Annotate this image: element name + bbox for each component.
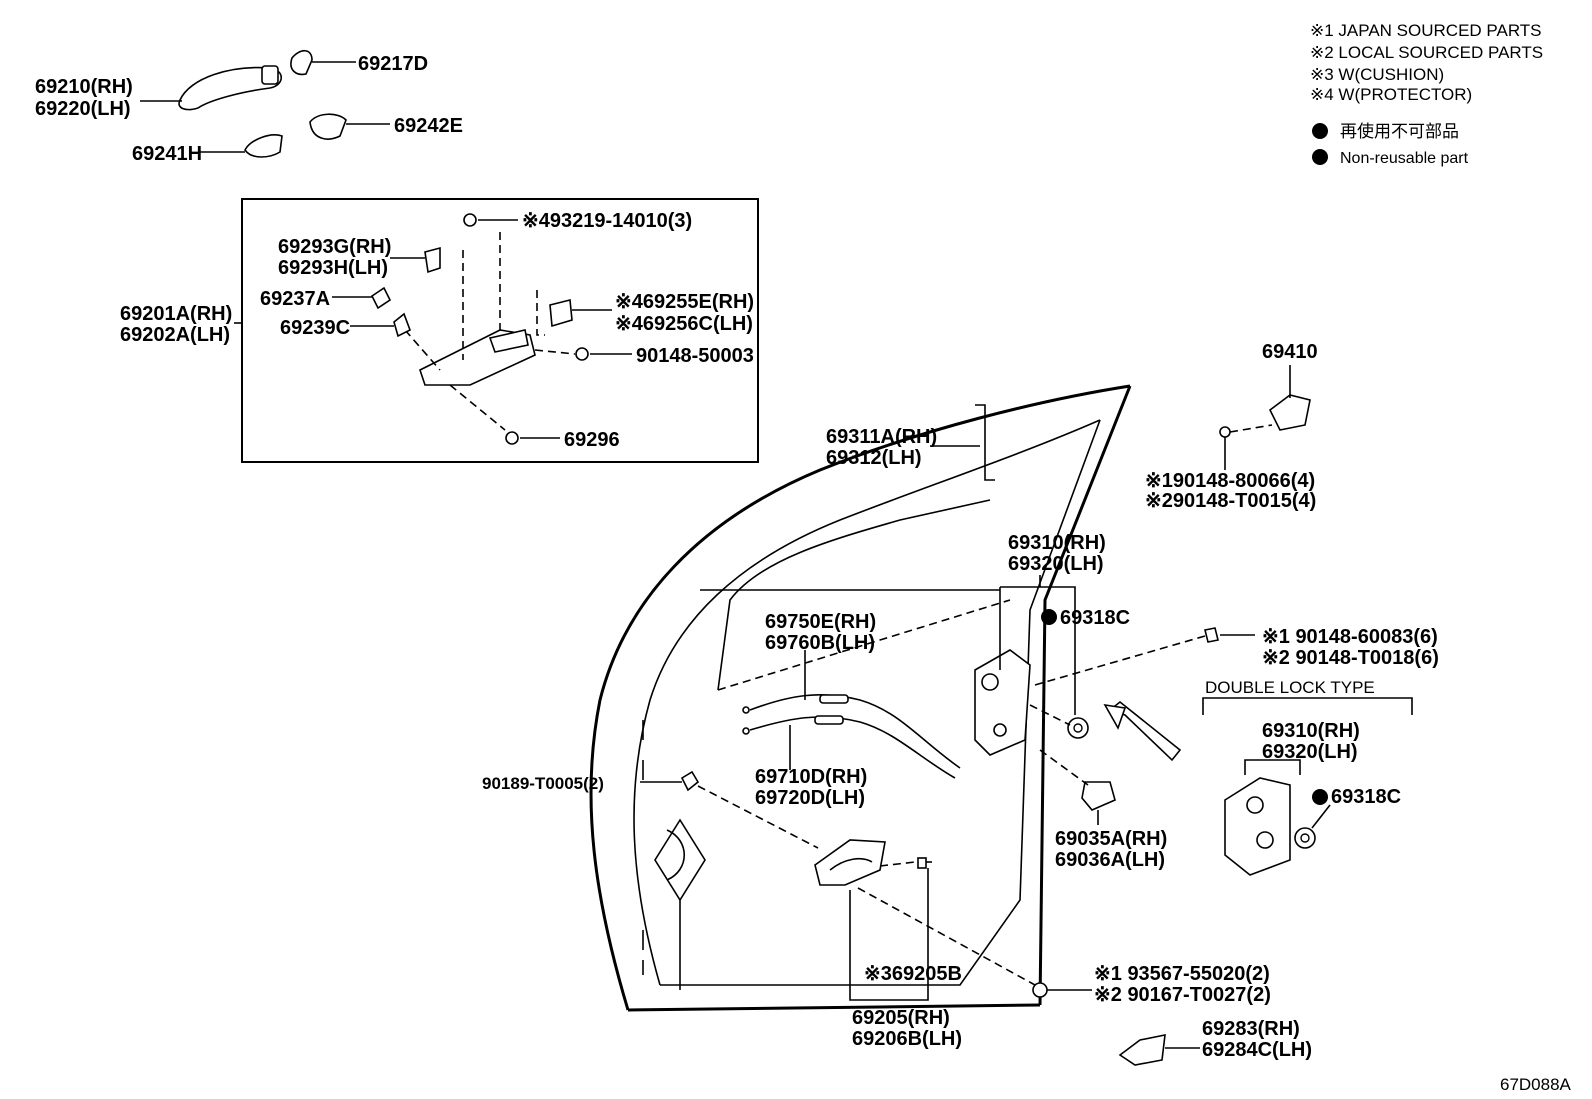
label-90148-T0018: ※2 90148-T0018(6): [1262, 647, 1439, 669]
diagram-code: 67D088A: [1500, 1075, 1572, 1094]
label-90148-T0015: ※290148-T0015(4): [1145, 490, 1316, 512]
handle-cap-part: [290, 49, 356, 76]
striker-part: [1219, 365, 1311, 470]
label-69312: 69312(LH): [826, 447, 922, 469]
label-90148-80066: ※190148-80066(4): [1145, 470, 1315, 492]
handle-frame-parts: [234, 213, 632, 445]
label-69284C: 69284C(LH): [1202, 1039, 1312, 1061]
label-90148-60083: ※1 90148-60083(6): [1262, 626, 1438, 648]
label-69255E: ※469255E(RH): [615, 291, 754, 313]
legend-line-3: ※3 W(CUSHION): [1310, 65, 1444, 84]
label-69206B: 69206B(LH): [852, 1028, 962, 1050]
nonreusable-marker-icon: [1041, 609, 1057, 625]
label-69220: 69220(LH): [35, 98, 131, 120]
label-69293G: 69293G(RH): [278, 236, 391, 258]
label-69036A: 69036A(LH): [1055, 849, 1165, 871]
inside-handle-part: [814, 839, 1036, 1001]
label-69210: 69210(RH): [35, 76, 133, 98]
label-69293H: 69293H(LH): [278, 257, 388, 279]
label-69205B: ※369205B: [864, 963, 962, 985]
door-lock-part: [974, 575, 1255, 762]
label-69320-double: 69320(LH): [1262, 741, 1358, 763]
legend-nonreusable-en: Non-reusable part: [1340, 150, 1469, 167]
legend-line-2: ※2 LOCAL SOURCED PARTS: [1310, 43, 1543, 62]
cables-part: [742, 650, 961, 779]
label-69310-double: 69310(RH): [1262, 720, 1360, 742]
label-493219: ※493219-14010(3): [522, 210, 692, 232]
label-69318C-double: 69318C: [1331, 786, 1401, 808]
label-69320: 69320(LH): [1008, 553, 1104, 575]
label-69311A: 69311A(RH): [826, 426, 937, 448]
label-69283: 69283(RH): [1202, 1018, 1300, 1040]
outside-handle-part: [140, 65, 283, 111]
nonreusable-bullet-icon: [1312, 123, 1328, 139]
double-lock-group: [1202, 697, 1413, 876]
pad-69241H: [200, 134, 283, 158]
label-69242E: 69242E: [394, 115, 463, 137]
label-double-lock-type: DOUBLE LOCK TYPE: [1205, 678, 1375, 697]
label-69720D: 69720D(LH): [755, 787, 865, 809]
label-69256C: ※469256C(LH): [615, 313, 753, 335]
door-outline: [589, 384, 1132, 1012]
pad-69242E: [309, 113, 390, 140]
label-90189: 90189-T0005(2): [482, 774, 604, 793]
label-69202A: 69202A(LH): [120, 324, 230, 346]
screw-part: [1032, 982, 1092, 998]
clip-part: [640, 770, 819, 849]
label-69318C: 69318C: [1060, 607, 1130, 629]
legend-line-1: ※1 JAPAN SOURCED PARTS: [1310, 21, 1542, 40]
lock-rod-part: [930, 404, 995, 481]
label-69310: 69310(RH): [1008, 532, 1106, 554]
label-90148-50003: 90148-50003: [636, 345, 754, 367]
legend-nonreusable-jp: 再使用不可部品: [1340, 121, 1459, 141]
label-69760B: 69760B(LH): [765, 632, 875, 654]
nonreusable-bullet-icon: [1312, 149, 1328, 165]
label-69241H: 69241H: [132, 143, 202, 165]
label-69201A: 69201A(RH): [120, 303, 232, 325]
label-93567: ※1 93567-55020(2): [1094, 963, 1270, 985]
legend-line-4: ※4 W(PROTECTOR): [1310, 85, 1472, 104]
label-69750E: 69750E(RH): [765, 611, 876, 633]
label-69239C: 69239C: [280, 317, 350, 339]
label-69237A: 69237A: [260, 288, 330, 310]
label-69410: 69410: [1262, 341, 1318, 363]
label-69035A: 69035A(RH): [1055, 828, 1167, 850]
label-69205: 69205(RH): [852, 1007, 950, 1029]
label-90167: ※2 90167-T0027(2): [1094, 984, 1271, 1006]
cover-part: [1118, 1033, 1200, 1066]
handle-frame-box: [241, 198, 759, 463]
bracket-part: [1039, 749, 1116, 825]
label-69710D: 69710D(RH): [755, 766, 867, 788]
label-69217D: 69217D: [358, 53, 428, 75]
legend: ※1 JAPAN SOURCED PARTS ※2 LOCAL SOURCED …: [1310, 21, 1543, 167]
nonreusable-marker-icon: [1312, 789, 1328, 805]
label-69296: 69296: [564, 429, 620, 451]
